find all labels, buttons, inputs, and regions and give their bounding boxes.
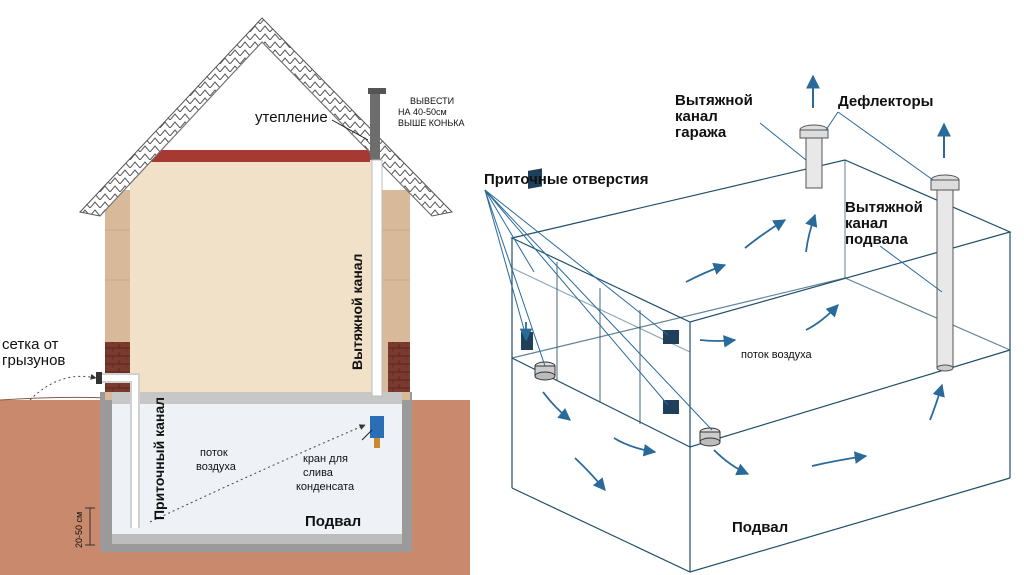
rodent-mesh-label-2: грызунов	[2, 352, 65, 369]
garage-3d	[510, 159, 1012, 573]
supply-openings-label: Приточные отверстия	[484, 171, 649, 188]
height-note-label: 20-50 см	[74, 512, 84, 548]
air-flow-label-2: воздуха	[196, 461, 237, 473]
house-section	[0, 17, 470, 575]
drain-tap	[370, 416, 384, 438]
chimney-note-1: ВЫВЕСТИ	[410, 96, 454, 106]
roof-insulation-band	[150, 150, 370, 162]
exhaust-channel-label: Вытяжной канал	[349, 254, 365, 370]
rodent-mesh-label-1: сетка от	[2, 336, 59, 353]
drain-tap-label-3: конденсата	[296, 481, 355, 493]
insulation-leader	[331, 119, 369, 141]
deflectors-label: Дефлекторы	[838, 93, 933, 110]
air-flow-label-right: поток воздуха	[741, 349, 813, 361]
house-interior	[130, 160, 382, 392]
drain-tap-label-1: кран для	[303, 453, 348, 465]
basement-label-right: Подвал	[732, 519, 788, 536]
exhaust-pipe	[371, 159, 383, 397]
vent-2	[521, 332, 533, 350]
rodent-mesh	[96, 372, 102, 384]
floor-vents	[534, 361, 721, 447]
air-flow-label-1: поток	[200, 447, 228, 459]
chimney-note-2: НА 40-50см	[398, 107, 447, 117]
supply-channel-label: Приточный канал	[151, 397, 167, 520]
basement-interior	[112, 404, 402, 534]
basement-exhaust-label-2: канал	[845, 215, 888, 232]
air-flow-arrows	[519, 213, 945, 491]
inflow-arrow	[29, 373, 97, 401]
exhaust-pipe-top	[370, 94, 380, 160]
basement-exhaust-label-3: подвала	[845, 231, 908, 248]
basement-exhaust-pipe	[930, 174, 960, 372]
vent-1	[528, 168, 542, 189]
plinth-right	[388, 342, 410, 392]
leader-lines	[484, 111, 943, 431]
garage-exhaust-pipe	[799, 124, 829, 189]
floor-slab	[112, 392, 402, 404]
plinth-left	[105, 342, 130, 392]
garage-exhaust-label-2: канал	[675, 108, 718, 125]
air-flow-arrow	[149, 424, 366, 523]
basement-label-left: Подвал	[305, 513, 361, 530]
basement-exhaust-label-1: Вытяжной	[845, 199, 923, 216]
garage-exhaust-label-1: Вытяжной	[675, 92, 753, 109]
height-marker	[85, 507, 95, 546]
chimney-note-3: ВЫШЕ КОНЬКА	[398, 118, 465, 128]
garage-exhaust-label-3: гаража	[675, 124, 727, 141]
vent-3	[663, 330, 679, 344]
insulation-label: утепление	[255, 109, 328, 126]
basement-bottom-face	[511, 477, 1011, 573]
drain-tap-label-2: слива	[303, 467, 334, 479]
